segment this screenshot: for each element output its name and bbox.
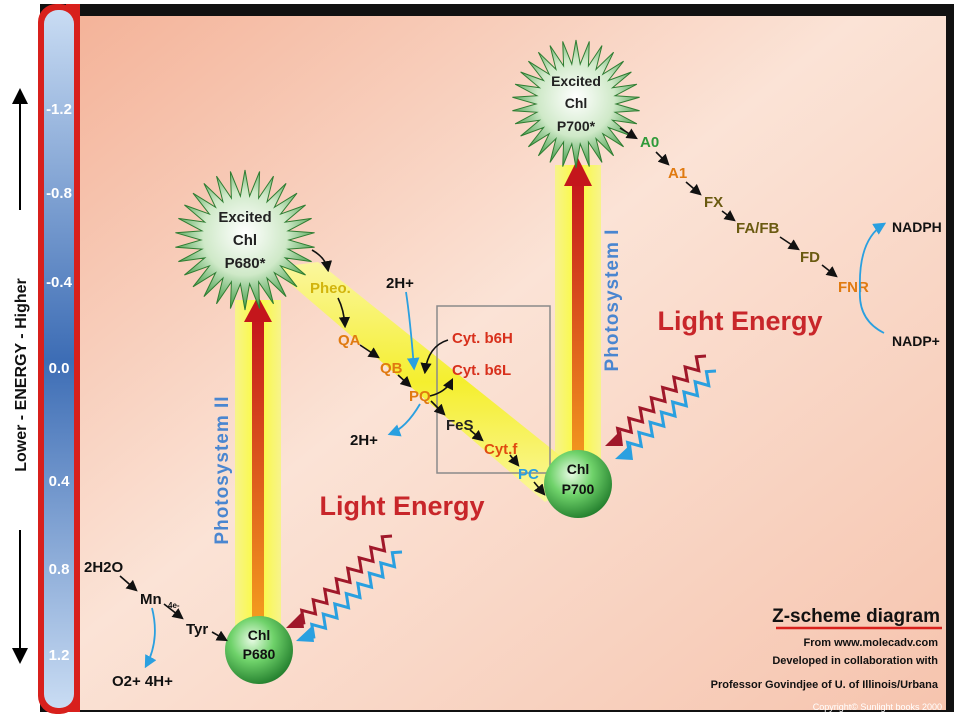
nadph-label: NADPH [892, 219, 942, 235]
ps1-ground-line1: Chl [567, 461, 590, 477]
tyr-label: Tyr [186, 621, 208, 638]
credits-professor: Professor Govindjee of U. of Illinois/Ur… [711, 679, 939, 691]
electron-transport-beam [272, 262, 588, 502]
ps1-ground-line2: P700 [562, 481, 595, 497]
fes-label: FeS [446, 417, 474, 434]
pc-label: PC [518, 466, 539, 483]
ps2-label: Photosystem II [212, 395, 233, 544]
electron-label: 4e- [168, 601, 180, 610]
ps2-excited-line3: P680* [225, 255, 266, 272]
ps2-ground-line2: P680 [243, 646, 276, 662]
mn-label: Mn [140, 591, 162, 608]
ps1-light-energy-label: Light Energy [657, 306, 822, 336]
cytb6l-label: Cyt. b6L [452, 362, 511, 379]
credits-title: Z-scheme diagram [772, 606, 940, 627]
fx-label: FX [704, 194, 723, 211]
light-wave-arrowhead-icon [286, 612, 304, 628]
copyright-text: Copyright© Sunlight books 2000 [813, 702, 942, 712]
ps2-ground-line1: Chl [248, 627, 271, 643]
ps1-ground-sphere [544, 450, 612, 518]
energy-axis-title: Lower - ENERGY - Higher [13, 278, 30, 472]
proton-out-label: 2H+ [350, 432, 378, 449]
light-wave-arrowhead-icon [615, 444, 633, 460]
ps2-light-energy-label: Light Energy [319, 491, 484, 521]
arrow-up-icon [12, 88, 28, 104]
axis-tick: 0.0 [49, 360, 70, 377]
ps2-light-waves [286, 534, 403, 642]
axis-tick: 0.8 [49, 561, 70, 578]
arrow-down-icon [12, 648, 28, 664]
axis-tick: -1.2 [46, 101, 72, 118]
cytb6h-label: Cyt. b6H [452, 330, 513, 347]
oxygen-products-label: O2+ 4H+ [112, 673, 173, 690]
energy-axis-ticks: -1.2 -0.8 -0.4 0.0 0.4 0.8 1.2 [46, 101, 73, 664]
ps1-label: Photosystem I [602, 229, 623, 372]
light-wave-arrowhead-icon [296, 626, 314, 642]
energy-axis-bar [44, 10, 74, 708]
fnr-label: FNR [838, 279, 869, 296]
proton-in-label: 2H+ [386, 275, 414, 292]
ps1-excited-burst [512, 39, 640, 169]
nadp-label: NADP+ [892, 333, 940, 349]
water-label: 2H2O [84, 559, 124, 576]
diagram-background [78, 16, 946, 710]
fd-label: FD [800, 249, 820, 266]
a1-label: A1 [668, 165, 687, 182]
ps2-ground-sphere [225, 616, 293, 684]
light-wave-arrowhead-icon [605, 430, 623, 446]
axis-tick: 1.2 [49, 647, 70, 664]
pheo-label: Pheo. [310, 280, 351, 297]
a0-label: A0 [640, 134, 659, 151]
ps1-excitation-arrow-icon [564, 158, 592, 186]
pq-label: PQ [409, 388, 431, 405]
ps2-excitation-arrow-icon [244, 296, 272, 322]
axis-tick: -0.8 [46, 185, 72, 202]
ps2-excited-line2: Chl [233, 232, 257, 249]
qb-label: QB [380, 360, 403, 377]
cytochrome-complex-box [436, 305, 551, 474]
ps1-light-waves [605, 354, 717, 460]
credits-developed: Developed in collaboration with [772, 655, 938, 667]
ps2-excited-burst [175, 169, 315, 311]
ps1-excited-line1: Excited [551, 73, 601, 89]
fafb-label: FA/FB [736, 220, 779, 237]
axis-tick: -0.4 [46, 274, 73, 291]
ps1-excited-line3: P700* [557, 118, 596, 134]
ps1-excited-line2: Chl [565, 95, 588, 111]
ps2-excited-line1: Excited [218, 209, 271, 226]
credits-from: From www.molecadv.com [804, 637, 939, 649]
axis-tick: 0.4 [49, 473, 71, 490]
cytf-label: Cyt.f [484, 441, 518, 458]
qa-label: QA [338, 332, 361, 349]
